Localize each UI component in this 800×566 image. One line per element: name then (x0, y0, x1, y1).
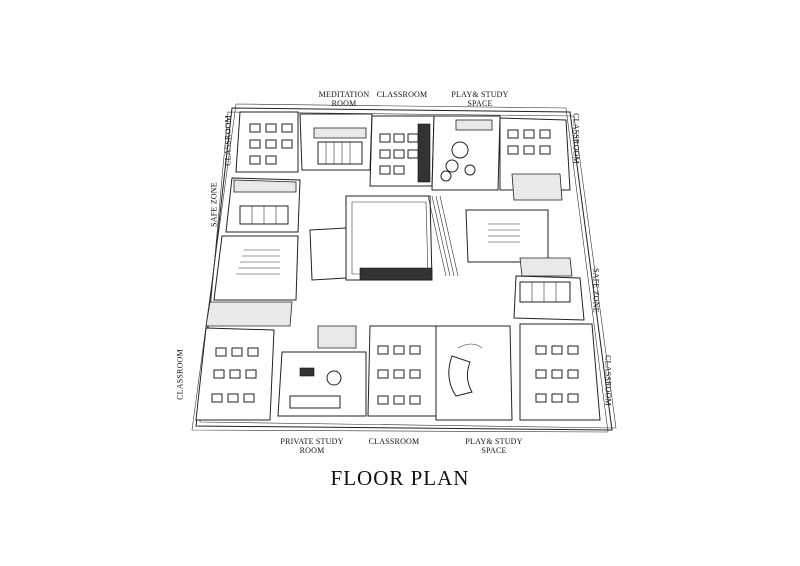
classroom-left-bottom-block (195, 327, 275, 421)
label-line: CLASSROOM (175, 349, 185, 400)
play-study-top-block (431, 115, 501, 191)
safe-zone-left-block (225, 177, 301, 233)
label-private-study-room: PRIVATE STUDY ROOM (276, 437, 348, 455)
label-play-study-bottom: PLAY& STUDY SPACE (462, 437, 526, 455)
label-classroom-top-right: CLASSROOM (572, 109, 581, 169)
label-line: SPACE (481, 446, 507, 455)
label-line: SPACE (467, 99, 493, 108)
label-line: CLASSROOM (368, 437, 420, 446)
label-line: PLAY& STUDY (465, 437, 523, 446)
page-title: FLOOR PLAN (330, 466, 470, 490)
private-study-room-block (277, 325, 367, 417)
classroom-top-block (369, 115, 435, 187)
central-stair-block (309, 195, 459, 281)
label-classroom-left-bottom: CLASSROOM (176, 345, 185, 405)
label-line: MEDITATION (318, 90, 370, 99)
label-line: PRIVATE STUDY (280, 437, 344, 446)
classroom-top-left-block (235, 111, 299, 173)
label-line: ROOM (331, 99, 357, 108)
label-line: CLASSROOM (603, 355, 613, 406)
label-line: CLASSROOM (376, 90, 428, 99)
classroom-right-bottom-block (519, 323, 601, 421)
label-line: SAFE ZONE (591, 268, 601, 313)
label-classroom-top-left: CLASSROOM (224, 111, 233, 171)
label-line: CLASSROOM (223, 115, 233, 166)
label-safe-zone-right: SAFE ZONE (592, 263, 601, 319)
label-classroom-top: CLASSROOM (372, 90, 432, 99)
safe-zone-right-block (513, 275, 585, 321)
label-line: CLASSROOM (571, 113, 581, 164)
label-safe-zone-left: SAFE ZONE (210, 177, 219, 233)
label-line: SAFE ZONE (209, 182, 219, 227)
stairs-left-block (205, 235, 299, 327)
right-stair-block (465, 209, 573, 277)
classroom-top-right-block (499, 117, 571, 201)
label-meditation-room: MEDITATION ROOM (316, 90, 372, 108)
label-line: ROOM (299, 446, 325, 455)
meditation-room-block (299, 113, 373, 171)
label-classroom-right-bottom: CLASSROOM (604, 351, 613, 411)
label-line: PLAY& STUDY (451, 90, 509, 99)
label-classroom-bottom: CLASSROOM (362, 437, 426, 446)
classroom-bottom-block (367, 325, 437, 417)
label-play-study-top: PLAY& STUDY SPACE (448, 90, 512, 108)
play-study-bottom-block (435, 325, 513, 421)
